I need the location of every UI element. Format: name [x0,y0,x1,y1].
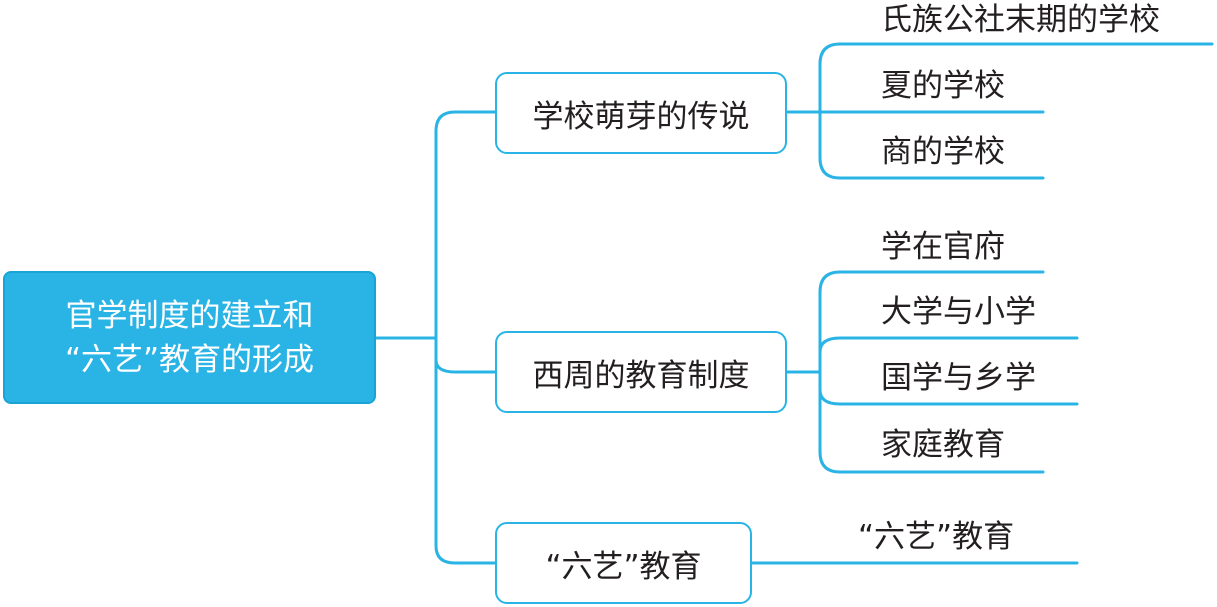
leaf-node[interactable]: “六艺”教育 [858,519,1015,555]
leaf-node[interactable]: 国学与乡学 [881,360,1036,396]
root-node[interactable]: 官学制度的建立和 “六艺”教育的形成 [3,271,376,404]
leaf-node[interactable]: 氏族公社末期的学校 [881,2,1160,38]
leaf-node[interactable]: 大学与小学 [881,294,1036,330]
root-title-line-2: “六艺”教育的形成 [64,341,315,378]
branch-label: 学校萌芽的传说 [532,98,750,135]
connector-b2-trunk [818,270,842,474]
leaf-node[interactable]: 夏的学校 [881,68,1005,104]
branch-node-2[interactable]: 西周的教育制度 [495,331,787,413]
leaf-line-b2-2 [818,336,1079,354]
branch-node-1[interactable]: 学校萌芽的传说 [495,72,787,154]
leaf-line-b2-3 [818,388,1079,406]
branch-label: 西周的教育制度 [532,357,750,394]
branch-node-3[interactable]: “六艺”教育 [495,522,752,604]
branch-label: “六艺”教育 [545,548,702,585]
leaf-node[interactable]: 学在官府 [881,229,1005,265]
root-title-line-1: 官学制度的建立和 [65,297,314,334]
leaf-node[interactable]: 家庭教育 [881,427,1005,463]
connector-trunk [434,110,457,565]
leaf-node[interactable]: 商的学校 [881,134,1005,170]
connector-branch-2 [434,358,497,374]
